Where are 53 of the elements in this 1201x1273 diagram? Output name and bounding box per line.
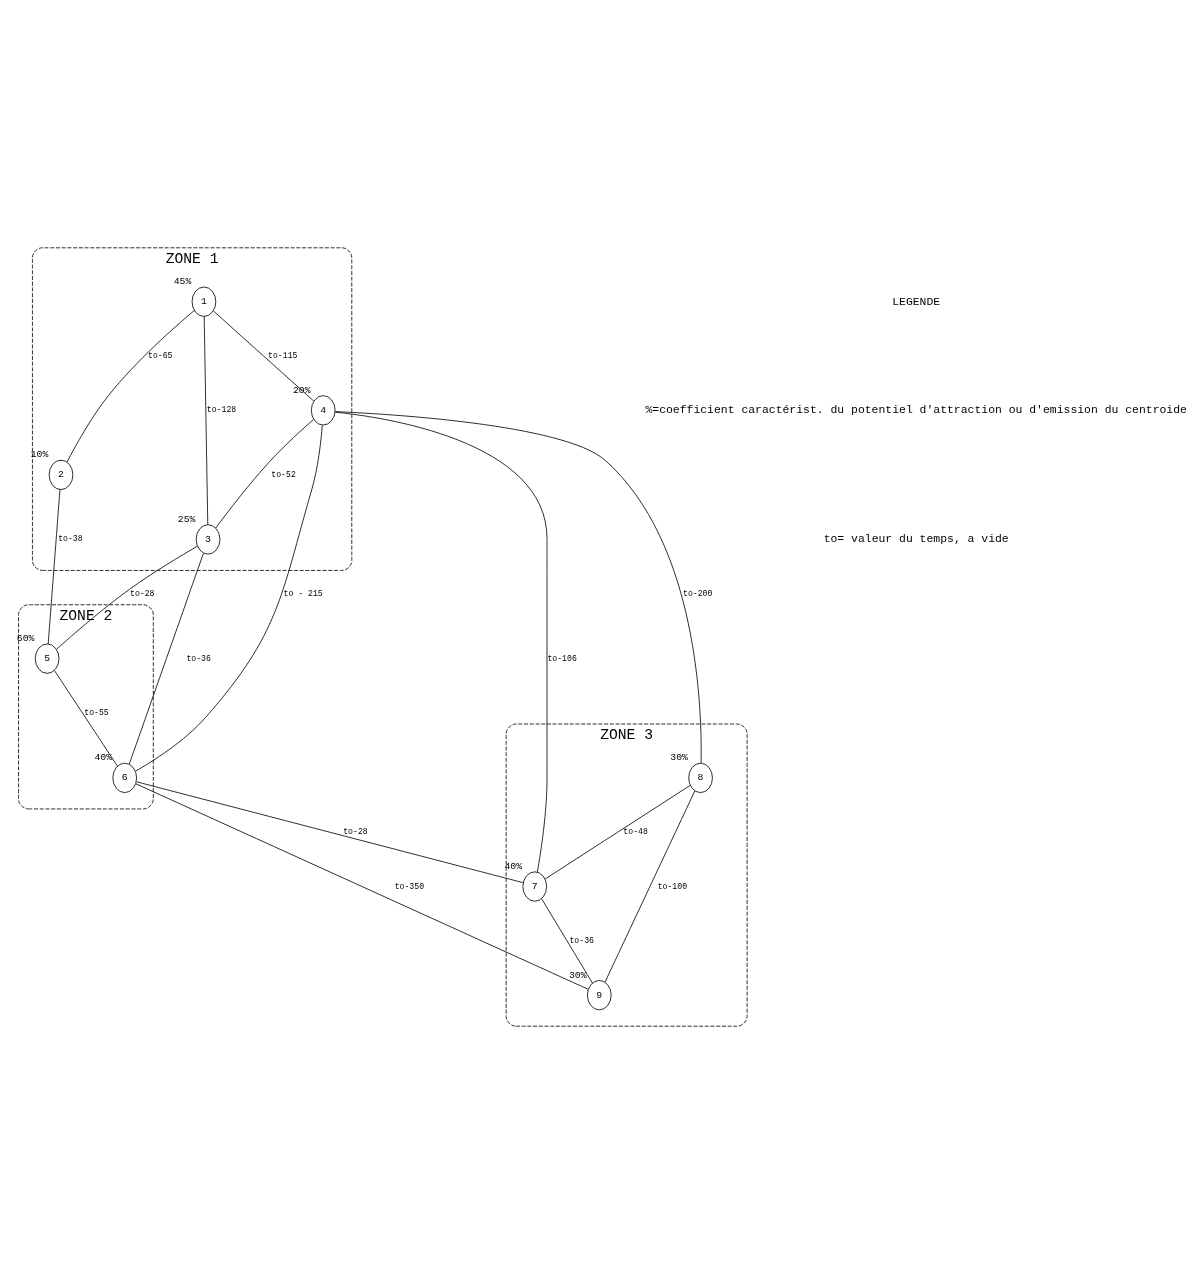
node-label: 25% bbox=[177, 513, 196, 525]
connector bbox=[56, 545, 198, 650]
connector bbox=[66, 309, 195, 462]
edge-label: to-100 bbox=[657, 881, 688, 891]
node-label: 20% bbox=[292, 384, 311, 396]
edge-label: to-28 bbox=[343, 826, 368, 836]
connector bbox=[203, 315, 209, 525]
edge-label: to-350 bbox=[394, 881, 425, 891]
connector bbox=[334, 410, 702, 763]
edge-label: to - 215 bbox=[283, 588, 323, 598]
edge-label: to-38 bbox=[58, 533, 83, 543]
edge-label: to-28 bbox=[130, 588, 155, 598]
node-ellipse: 5 bbox=[34, 643, 60, 674]
connector bbox=[213, 310, 314, 401]
node-ellipse: 9 bbox=[587, 979, 612, 1010]
label: %=coefficient caractérist. du potentiel d'attraction ou d'emission du centroide bbox=[645, 402, 1187, 416]
node-label: 30% bbox=[569, 969, 587, 981]
edge-label: to-48 bbox=[623, 826, 648, 836]
node-label: 40% bbox=[504, 860, 523, 872]
edge-label: to-106 bbox=[547, 653, 577, 663]
edge-label: to-52 bbox=[271, 469, 296, 479]
node-label: 45% bbox=[173, 275, 192, 287]
connector bbox=[54, 669, 118, 766]
edge-label: to-55 bbox=[84, 707, 109, 717]
connector bbox=[541, 897, 593, 983]
edge-label: to-36 bbox=[186, 653, 211, 663]
node-ellipse: 6 bbox=[112, 762, 137, 793]
connector bbox=[544, 784, 691, 879]
node-ellipse: 4 bbox=[310, 394, 336, 425]
connector bbox=[334, 411, 548, 872]
edge-label: to-115 bbox=[268, 350, 298, 360]
connector bbox=[47, 488, 61, 644]
connector bbox=[135, 782, 589, 990]
node-ellipse: 7 bbox=[522, 870, 548, 902]
label: to= valeur du temps, a vide bbox=[823, 531, 1009, 545]
label: LEGENDE bbox=[892, 294, 941, 308]
connector bbox=[604, 790, 696, 982]
node-ellipse: 1 bbox=[191, 286, 217, 317]
connector bbox=[128, 552, 204, 764]
node-ellipse: 3 bbox=[195, 523, 221, 554]
node-ellipse: 2 bbox=[48, 459, 74, 490]
node-label: 60% bbox=[16, 632, 35, 644]
node-label: 30% bbox=[670, 751, 688, 763]
edge-label: to-128 bbox=[206, 404, 237, 414]
node-label: 40% bbox=[94, 751, 113, 763]
edge-label: to-65 bbox=[148, 350, 173, 360]
connector bbox=[135, 424, 323, 772]
connector bbox=[136, 780, 524, 883]
edge-label: to-36 bbox=[569, 935, 594, 945]
edge-label: to-200 bbox=[683, 588, 713, 598]
connector bbox=[215, 418, 314, 528]
node-label: 10% bbox=[30, 448, 49, 460]
node-ellipse: 8 bbox=[688, 762, 713, 793]
